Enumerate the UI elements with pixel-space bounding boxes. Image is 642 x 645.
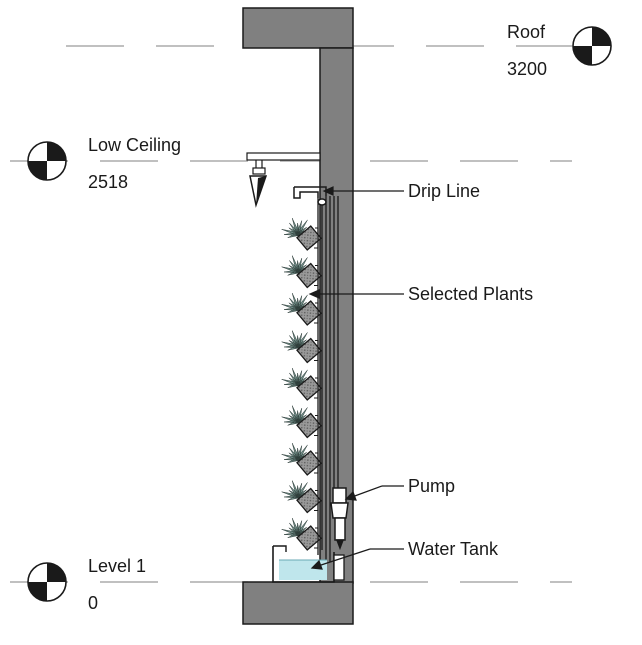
planter-bracket: [314, 377, 319, 399]
callout-water-tank: Water Tank: [408, 539, 499, 559]
plant-module: [281, 367, 322, 401]
planter-box: [296, 450, 322, 476]
planter-bracket: [314, 414, 319, 437]
leader-selected-plants: [308, 289, 404, 299]
callout-selected-plants: Selected Plants: [408, 284, 533, 304]
planter-box: [296, 300, 322, 326]
level-name-roof: Roof: [507, 22, 546, 42]
plant-module: [281, 292, 322, 326]
planter-box: [296, 337, 322, 364]
level-marker-roof: [572, 26, 612, 66]
planter-bracket: [314, 452, 319, 474]
plant-module: [281, 255, 322, 289]
selected-plants: [281, 217, 322, 551]
plant-module: [281, 330, 322, 364]
level-elevation-level-1: 0: [88, 593, 98, 613]
callout-pump: Pump: [408, 476, 455, 496]
ceiling-track: [246, 152, 321, 175]
level-name-level-1: Level 1: [88, 556, 146, 576]
level-elevation-low-ceiling: 2518: [88, 172, 128, 192]
leader-water-tank: [310, 548, 404, 570]
leader-drip-line: [322, 186, 404, 196]
planter-bracket: [314, 264, 319, 287]
plant-module: [281, 517, 322, 551]
planter-box: [296, 525, 322, 551]
light-fixture: [249, 175, 268, 208]
leader-pump: [344, 485, 404, 501]
planter-box: [296, 375, 322, 401]
planter-box: [296, 412, 322, 439]
plant-module: [281, 442, 322, 476]
planter-box: [296, 487, 322, 514]
planter-bracket: [314, 227, 319, 249]
planter-bracket: [314, 527, 319, 549]
roof-slab: [242, 7, 354, 49]
level-name-low-ceiling: Low Ceiling: [88, 135, 181, 155]
level-marker-low-ceiling: [27, 141, 67, 181]
planter-box: [296, 262, 322, 289]
level-marker-level-1: [27, 562, 67, 602]
panel-frame: [317, 196, 339, 562]
floor-slab: [242, 581, 354, 625]
plant-module: [281, 217, 322, 251]
planter-box: [296, 225, 322, 251]
pump: [330, 487, 349, 551]
planter-bracket: [314, 489, 319, 512]
plant-module: [281, 405, 322, 439]
level-elevation-roof: 3200: [507, 59, 547, 79]
planter-bracket: [314, 302, 319, 324]
planter-bracket: [314, 339, 319, 362]
callout-drip-line: Drip Line: [408, 181, 480, 201]
plant-module: [281, 480, 322, 514]
